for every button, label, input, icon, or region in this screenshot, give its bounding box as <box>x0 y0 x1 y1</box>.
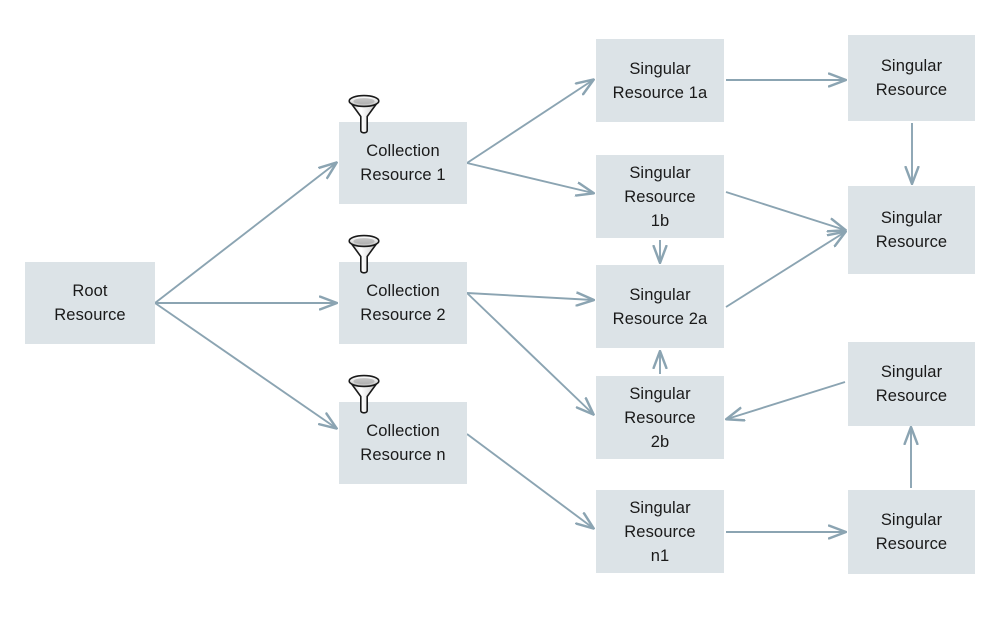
node-singular-2b[interactable]: Singular Resource 2b <box>596 376 724 459</box>
node-singular-r3[interactable]: Singular Resource <box>848 342 975 426</box>
edge-collection-1-to-singular-1a <box>466 80 593 164</box>
edge-collection-2-to-singular-2b <box>466 292 593 414</box>
node-label-singular-n1: Singular Resource n1 <box>624 498 696 565</box>
node-collection-1[interactable]: Collection Resource 1 <box>339 122 467 204</box>
node-singular-2a[interactable]: Singular Resource 2a <box>596 265 724 348</box>
edge-root-to-collection-1 <box>154 163 336 304</box>
node-label-singular-1a: Singular Resource 1a <box>612 59 708 102</box>
node-label-singular-2a: Singular Resource 2a <box>612 285 708 328</box>
node-label-singular-2b: Singular Resource 2b <box>624 384 696 451</box>
edge-collection-n-to-singular-n1 <box>466 433 593 528</box>
edge-collection-1-to-singular-1b <box>466 162 593 193</box>
node-singular-r2[interactable]: Singular Resource <box>848 186 975 274</box>
node-label-singular-r3: Singular Resource <box>875 363 948 405</box>
edge-root-to-collection-n <box>154 302 336 428</box>
node-label-singular-r1: Singular Resource <box>875 57 948 99</box>
node-collection-2[interactable]: Collection Resource 2 <box>339 262 467 344</box>
node-label-singular-r4: Singular Resource <box>875 511 948 553</box>
funnel-icon <box>348 374 380 414</box>
edge-singular-1b-to-singular-r2 <box>725 191 845 230</box>
node-label-collection-n: Collection Resource n <box>360 422 446 464</box>
node-label-collection-2: Collection Resource 2 <box>360 282 446 324</box>
edge-singular-r3-to-singular-2b <box>727 381 846 419</box>
node-singular-r1[interactable]: Singular Resource <box>848 35 975 121</box>
node-label-root: Root Resource <box>54 282 126 324</box>
node-collection-n[interactable]: Collection Resource n <box>339 402 467 484</box>
edge-collection-2-to-singular-2a <box>466 293 593 300</box>
node-label-singular-1b: Singular Resource 1b <box>624 163 696 230</box>
funnel-icon <box>348 94 380 134</box>
node-label-singular-r2: Singular Resource <box>875 209 948 251</box>
node-singular-1b[interactable]: Singular Resource 1b <box>596 155 724 238</box>
node-singular-1a[interactable]: Singular Resource 1a <box>596 39 724 122</box>
node-singular-n1[interactable]: Singular Resource n1 <box>596 490 724 573</box>
edge-singular-2a-to-singular-r2 <box>725 232 845 308</box>
node-label-collection-1: Collection Resource 1 <box>360 142 446 184</box>
node-root[interactable]: Root Resource <box>25 262 155 344</box>
funnel-icon <box>348 234 380 274</box>
node-singular-r4[interactable]: Singular Resource <box>848 490 975 574</box>
